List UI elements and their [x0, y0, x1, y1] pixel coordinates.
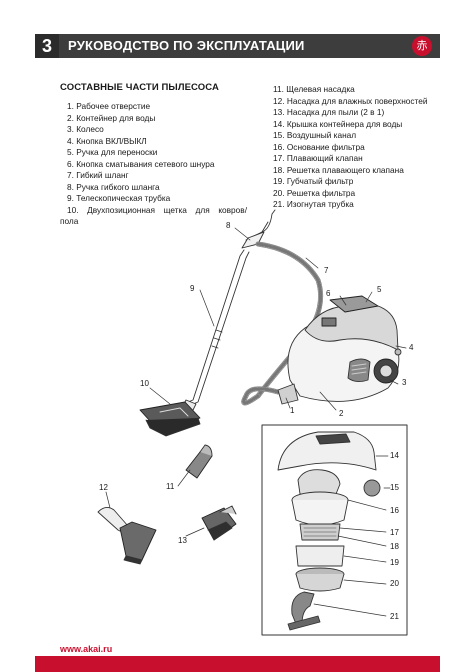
callout-12: 12	[99, 483, 108, 492]
callout-13: 13	[178, 536, 187, 545]
callout-20: 20	[390, 579, 399, 588]
list-item: 3. Колесо	[67, 124, 104, 134]
callout-1: 1	[290, 406, 295, 415]
callout-19: 19	[390, 558, 399, 567]
header-bar	[35, 34, 440, 58]
page-number: 3	[35, 34, 59, 58]
brand-logo-icon: 赤	[412, 36, 432, 56]
list-item: 11. Щелевая насадка	[273, 84, 355, 94]
crevice-nozzle-drawing	[185, 444, 213, 479]
list-item: 17. Плавающий клапан	[273, 153, 363, 163]
callout-6: 6	[326, 289, 331, 298]
callout-17: 17	[390, 528, 399, 537]
callout-3: 3	[402, 378, 407, 387]
exploded-view-drawing	[277, 431, 381, 631]
telescopic-tube-drawing	[181, 249, 250, 413]
callout-15: 15	[390, 483, 399, 492]
dust-brush-drawing	[201, 505, 237, 541]
list-item: 18. Решетка плавающего клапана	[273, 164, 404, 175]
list-item: 4. Кнопка ВКЛ/ВЫКЛ	[67, 135, 147, 146]
list-item: 12. Насадка для влажных поверхностей	[273, 95, 428, 106]
callout-2: 2	[339, 409, 344, 418]
callout-10: 10	[140, 379, 149, 388]
callout-16: 16	[390, 506, 399, 515]
callout-8: 8	[226, 221, 231, 230]
list-item: 20. Решетка фильтра	[273, 187, 356, 198]
callout-18: 18	[390, 542, 399, 551]
vacuum-body-drawing	[277, 295, 402, 405]
list-item-justified: 10. Двухпозиционная щетка для ковров/	[67, 204, 247, 215]
list-item: 1. Рабочее отверстие	[67, 101, 151, 111]
callout-14: 14	[390, 451, 399, 460]
list-item: 19. Губчатый фильтр	[273, 176, 354, 186]
list-item: 8. Ручка гибкого шланга	[67, 181, 160, 192]
footer-url-link[interactable]: www.akai.ru	[60, 644, 113, 654]
callout-9: 9	[190, 284, 195, 293]
page-title: РУКОВОДСТВО ПО ЭКСПЛУАТАЦИИ	[68, 38, 305, 53]
callout-11: 11	[166, 482, 175, 491]
hose-handle-drawing	[241, 209, 276, 249]
list-item: 14. Крышка контейнера для воды	[273, 118, 403, 129]
callout-4: 4	[409, 343, 414, 352]
list-item: 6. Кнопка сматывания сетевого шнура	[67, 158, 215, 169]
list-item: 16. Основание фильтра	[273, 141, 365, 152]
list-item: 7. Гибкий шланг	[67, 170, 129, 180]
parts-list-left: 1. Рабочее отверстие 2. Контейнер для во…	[60, 101, 250, 228]
callout-21: 21	[390, 612, 399, 621]
footer-bar	[35, 656, 440, 672]
list-item: 9. Телескопическая трубка	[67, 193, 171, 203]
list-item: 15. Воздушный канал	[273, 130, 357, 140]
list-item: 21. Изогнутая трубка	[273, 199, 354, 209]
list-item-continuation: пола	[60, 216, 79, 226]
list-item: 13. Насадка для пыли (2 в 1)	[273, 107, 385, 117]
parts-list-right: 11. Щелевая насадка 12. Насадка для влаж…	[273, 84, 453, 211]
callout-7: 7	[324, 266, 329, 275]
callout-5: 5	[377, 285, 382, 294]
section-title: СОСТАВНЫЕ ЧАСТИ ПЫЛЕСОСА	[60, 82, 219, 93]
callout-leader-lines	[105, 227, 407, 617]
floor-brush-drawing	[139, 401, 201, 437]
wet-nozzle-drawing	[97, 507, 157, 565]
list-item: 2. Контейнер для воды	[67, 112, 156, 123]
list-item: 5. Ручка для переноски	[67, 147, 158, 157]
flexible-hose-drawing	[241, 241, 324, 406]
